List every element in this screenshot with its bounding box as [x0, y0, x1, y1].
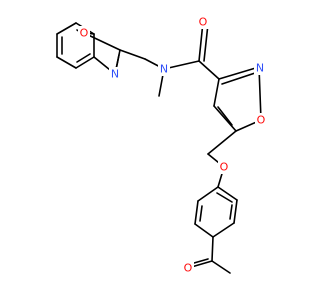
- atom-label-layer: O N N O N O O O: [78, 15, 267, 275]
- nitrogen-atom-amide: N: [158, 62, 170, 76]
- oxygen-atom-acetyl: O: [182, 261, 194, 275]
- nitrogen-atom-benzoxazole: N: [109, 67, 121, 81]
- bond-acetyl-methyl: [211, 260, 231, 274]
- atom-label-N-amide: N: [160, 63, 168, 76]
- bond-iso-no: [258, 66, 262, 121]
- bond-ph-2: [194, 200, 199, 225]
- bond-ph-double-2: [229, 204, 233, 220]
- bond-iso-cn: [218, 66, 260, 80]
- atom-label-O-amide: O: [199, 16, 208, 29]
- structure-svg: O N N O N O O O: [56, 15, 267, 275]
- oxygen-atom-benzoxazole: O: [78, 26, 90, 40]
- bond-ch2-1: [119, 49, 146, 60]
- molecule-diagram: O N N O N O O O: [56, 15, 267, 275]
- bond-ph-5: [233, 199, 238, 224]
- bond-ph-double-3: [216, 192, 233, 203]
- oxygen-atom-isoxazole: O: [255, 113, 267, 127]
- bond-ph-double-1: [199, 205, 203, 222]
- bond-ph-4: [212, 222, 235, 238]
- oxygen-atom-ether: O: [218, 160, 230, 174]
- atom-label-N-benzoxazole: N: [111, 68, 119, 81]
- bond-acetyl-cc: [211, 236, 214, 262]
- bond-ph-1: [197, 186, 219, 202]
- bond-iso-c3: [198, 60, 220, 80]
- bond-iso-c5c4: [213, 105, 237, 132]
- atom-label-O-acetyl: O: [184, 262, 193, 275]
- bond-bz-2: [56, 56, 77, 69]
- bond-iso-double-cc: [217, 106, 233, 126]
- nitrogen-atom-isoxazole: N: [254, 61, 266, 75]
- bond-ph-6: [217, 186, 238, 201]
- bond-bz-double-2: [76, 53, 91, 63]
- bond-ch2-ether: [207, 130, 237, 155]
- bond-amide-co-inner: [203, 23, 209, 62]
- bond-layer: [56, 21, 262, 274]
- bond-iso-c4c3: [213, 78, 220, 107]
- bond-bz-6: [56, 22, 77, 35]
- atom-label-N-isoxazole: N: [256, 62, 264, 75]
- atom-label-O-benzoxazole: O: [80, 27, 89, 40]
- oxygen-atom-amide: O: [197, 15, 209, 29]
- bond-iso-double-cn: [221, 72, 256, 85]
- atom-label-O-isoxazole: O: [257, 114, 266, 127]
- atom-label-O-ether: O: [220, 161, 229, 174]
- bond-bz-3: [75, 56, 95, 69]
- bond-ph-3: [194, 223, 214, 238]
